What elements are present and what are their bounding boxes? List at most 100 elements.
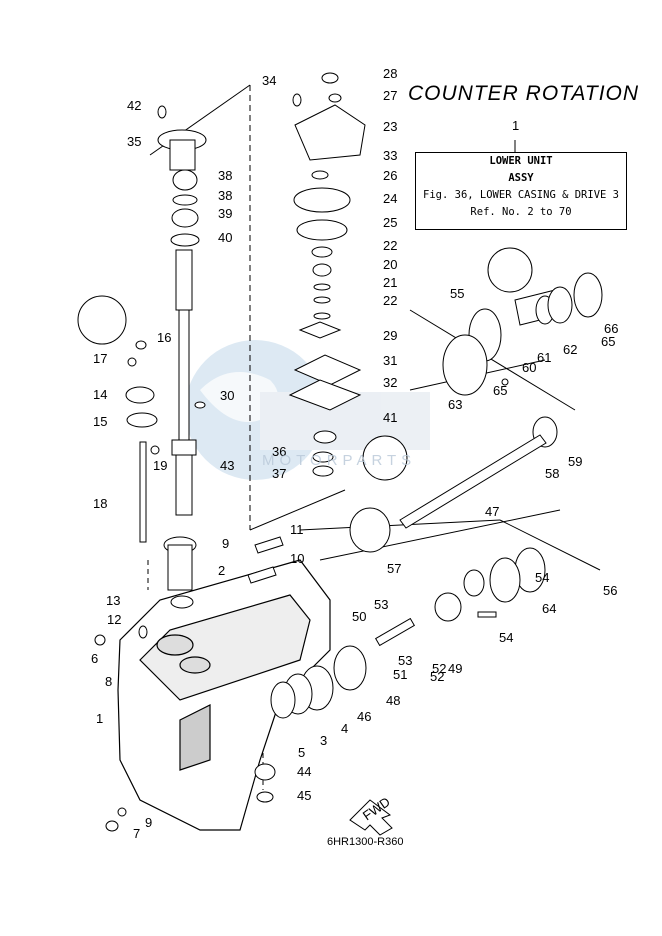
part-46 [254,763,276,781]
callout-62: 62 [563,342,577,357]
parts-group [94,72,603,832]
callout-10: 10 [290,551,304,566]
part-50 [374,617,416,647]
callout-16: 16 [157,330,171,345]
part-37-body [169,139,196,171]
callout-54: 54 [535,570,549,585]
callout-57: 57 [387,561,401,576]
callout-34: 34 [262,73,276,88]
part-43 [313,430,337,444]
callout-37: 37 [272,466,286,481]
callout-8: 8 [105,674,112,689]
callout-26: 26 [383,168,397,183]
part-29 [328,93,342,103]
callout-46: 46 [357,709,371,724]
part-16 [126,412,158,428]
callout-54: 54 [499,630,513,645]
part-41 [171,208,199,228]
part-49 [399,434,547,529]
part-22b [313,312,331,320]
part-47 [256,791,274,803]
callout-4: 4 [341,721,348,736]
callout-60: 60 [522,360,536,375]
part-40 [172,194,198,206]
part-34 [288,379,362,411]
callout-11: 11 [290,522,304,537]
part-8 [105,820,119,832]
callout-1: 1 [96,711,103,726]
part-11 [247,566,277,584]
callout-49: 49 [448,661,462,676]
callout-39: 39 [218,206,232,221]
part-15 [125,386,155,404]
callout-52: 52 [432,661,446,676]
part-42 [170,233,200,247]
diagram-code: 6HR1300-R360 [327,836,404,848]
callout-22: 22 [383,293,397,308]
callout-20: 20 [383,257,397,272]
part-22a [313,283,331,291]
callout-48: 48 [386,693,400,708]
part-33 [293,354,362,386]
part-57 [463,569,485,597]
part-66 [442,334,488,396]
callout-18: 18 [93,496,107,511]
callout-43: 43 [220,458,234,473]
part-6 [270,681,296,719]
callout-55: 55 [450,286,464,301]
callout-56: 56 [603,583,617,598]
callout-24: 24 [383,191,397,206]
detail-callouts [77,247,533,481]
part-36 [292,93,302,107]
part-69 [547,286,573,324]
part-20 [150,445,160,455]
ref-number: 1 [512,118,520,133]
callout-3: 3 [320,733,327,748]
callout-21: 21 [383,275,397,290]
callout-63: 63 [448,397,462,412]
ref-line2: ASSY [508,172,534,184]
part-68 [501,378,509,386]
fwd-arrow-icon: FWD [349,794,393,836]
ref-line4: Ref. No. 2 to 70 [470,206,572,218]
callout-36: 36 [272,444,286,459]
callout-23: 23 [383,119,397,134]
part-12 [254,536,284,554]
lower-casing [117,559,331,831]
part-59 [349,507,391,553]
callout-35: 35 [127,134,141,149]
callout-61: 61 [537,350,551,365]
callout-15: 15 [93,414,107,429]
part-21 [312,263,332,277]
part-25 [294,104,366,161]
callout-41: 41 [383,410,397,425]
callout-7: 7 [133,826,140,841]
callout-17: 17 [93,351,107,366]
callout-25: 25 [383,215,397,230]
reference-box: LOWER UNIT ASSY Fig. 36, LOWER CASING & … [415,152,627,230]
ref-line1: LOWER UNIT [489,155,553,167]
part-26 [293,187,351,213]
part-67 [489,557,521,603]
callout-6: 6 [91,651,98,666]
callout-38: 38 [218,168,232,183]
callout-42: 42 [127,98,141,113]
callout-53: 53 [374,597,388,612]
callout-29: 29 [383,328,397,343]
callout-50: 50 [352,609,366,624]
callout-labels: 1234567899101112131415161718192021222223… [91,66,618,841]
part-24 [311,246,333,258]
part-48 [333,645,367,691]
part-7 [94,634,106,646]
callout-45: 45 [297,788,311,803]
part-23 [313,296,331,304]
part-70 [573,272,603,318]
callout-40: 40 [218,230,232,245]
part-19 [139,441,147,543]
part-27 [296,219,348,241]
part-9b [117,807,127,817]
callout-28: 28 [383,66,397,81]
callout-27: 27 [383,88,397,103]
callout-5: 5 [298,745,305,760]
